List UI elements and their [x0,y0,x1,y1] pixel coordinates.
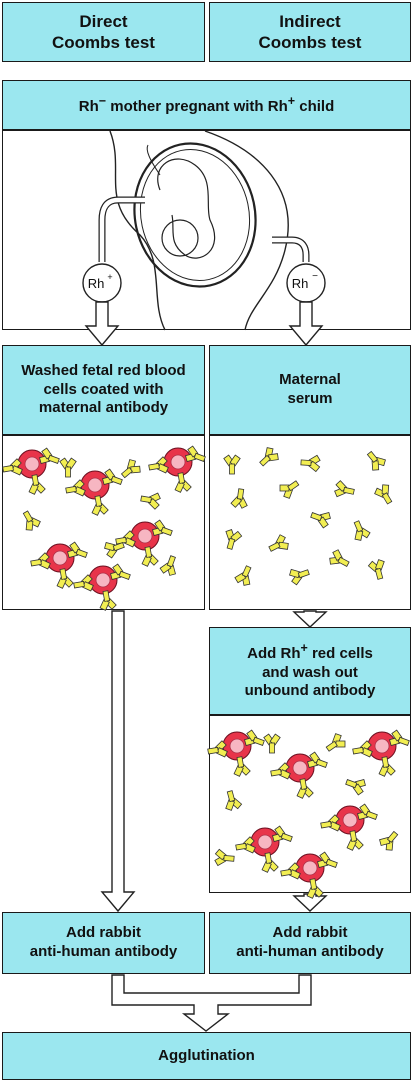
red-cell-icon [163,447,193,477]
antibody-icon [139,489,162,511]
rabbit-left-line1: Add rabbit [66,924,141,942]
red-cell-icon [45,543,75,573]
rabbit-right-line2: anti-human antibody [236,943,384,960]
rh-positive-base: Rh [88,276,105,291]
antibody-icon [255,444,282,471]
left-coated-cells [1,444,208,612]
banner-mid: mother pregnant with Rh [106,97,288,115]
add-rh-line1: Add Rh+ red cells [245,641,376,664]
antibody-icon [276,475,303,501]
antibody-icon [333,479,356,501]
antibody-icon [158,553,182,578]
antibody-icon [221,788,243,813]
antibody-icon [327,547,353,572]
red-cell-icon [88,565,118,595]
antibody-icon [300,453,321,473]
antibody-icon [322,731,349,757]
banner-suffix: child [295,97,335,115]
agglutination-box: Agglutination [2,1032,411,1080]
add-rh-sup: + [300,640,308,655]
red-cell-icon [222,731,252,761]
maternal-serum-box: Maternal serum [209,345,411,435]
antibody-icon [117,456,144,483]
antibody-icon [214,848,236,868]
add-rh-base: Add Rh [247,644,301,662]
antibody-icon [343,773,368,797]
left-box-line2: cells coated with [43,380,164,398]
red-cell-icon [80,470,110,500]
banner-text: Rh− mother pregnant with Rh+ child [79,94,334,117]
right-box-line1: Maternal [279,371,341,389]
red-cell-icon [295,853,325,883]
right-box-line2: serum [287,390,333,407]
antibody-icon [348,518,372,543]
pregnancy-line-art [98,130,310,331]
antibody-icon [372,481,398,508]
direct-header-line2: Coombs test [52,33,155,52]
add-rh-line2: and wash out [262,663,358,681]
antibody-icon [223,454,241,475]
arrow-left-long [100,610,136,913]
red-cell-icon [335,805,365,835]
banner-sup2: + [287,93,296,108]
antibody-icon [265,532,291,557]
rh-negative-sup: − [312,271,318,282]
arrow-rh-positive-down [84,301,120,347]
antibody-icon [376,827,403,854]
antibody-icon [308,506,333,530]
indirect-header-line1: Indirect [279,11,341,31]
antibody-icon [59,457,77,478]
indirect-coombs-header: Indirect Coombs test [209,2,411,62]
banner-rh1: Rh [78,97,99,115]
rh-positive-sup: + [107,272,112,282]
banner-sup1: − [98,93,107,108]
arrow-merge [111,974,312,1032]
pregnancy-illustration-panel [2,130,411,330]
washed-fetal-cells-box: Washed fetal red blood cells coated with… [2,345,205,435]
antibody-icon [362,447,389,474]
add-rh-line3: unbound antibody [244,682,376,700]
add-rabbit-left-box: Add rabbit anti-human antibody [2,912,205,974]
flow-arrows [84,301,328,1032]
left-box-line3: maternal antibody [38,399,169,417]
add-rh-rest: red cells [307,644,373,662]
rabbit-right-line1: Add rabbit [272,924,348,942]
antibody-icon [367,557,389,582]
antibody-icon [18,507,43,534]
rh-positive-marker: Rh + [82,263,122,303]
antibody-icon [233,563,257,588]
arrow-serum-down [292,610,328,628]
direct-header-line1: Direct [79,11,128,31]
red-cell-icon [367,731,397,761]
red-cell-icon [130,521,160,551]
red-cell-icon [285,753,315,783]
left-box-line1: Washed fetal red blood [21,361,186,379]
rabbit-left-line2: anti-human antibody [29,943,178,960]
direct-coombs-header: Direct Coombs test [2,2,205,62]
arrow-rh-negative-down [288,301,324,347]
add-rabbit-right-box: Add rabbit anti-human antibody [209,912,411,974]
agglutination-label: Agglutination [158,1046,255,1064]
antibody-icon [221,527,244,552]
right-free-antibodies [221,444,398,588]
red-cell-icon [250,827,280,857]
antibody-icon [263,733,281,754]
rh-negative-base: Rh [292,276,309,291]
right-coated-cells [206,728,412,900]
rh-negative-marker: Rh − [286,263,326,303]
indirect-header-line2: Coombs test [258,33,362,52]
mother-child-banner: Rh− mother pregnant with Rh+ child [2,80,411,130]
red-cell-icon [17,449,47,479]
antibody-icon [230,487,250,510]
antibody-icon [287,563,312,587]
